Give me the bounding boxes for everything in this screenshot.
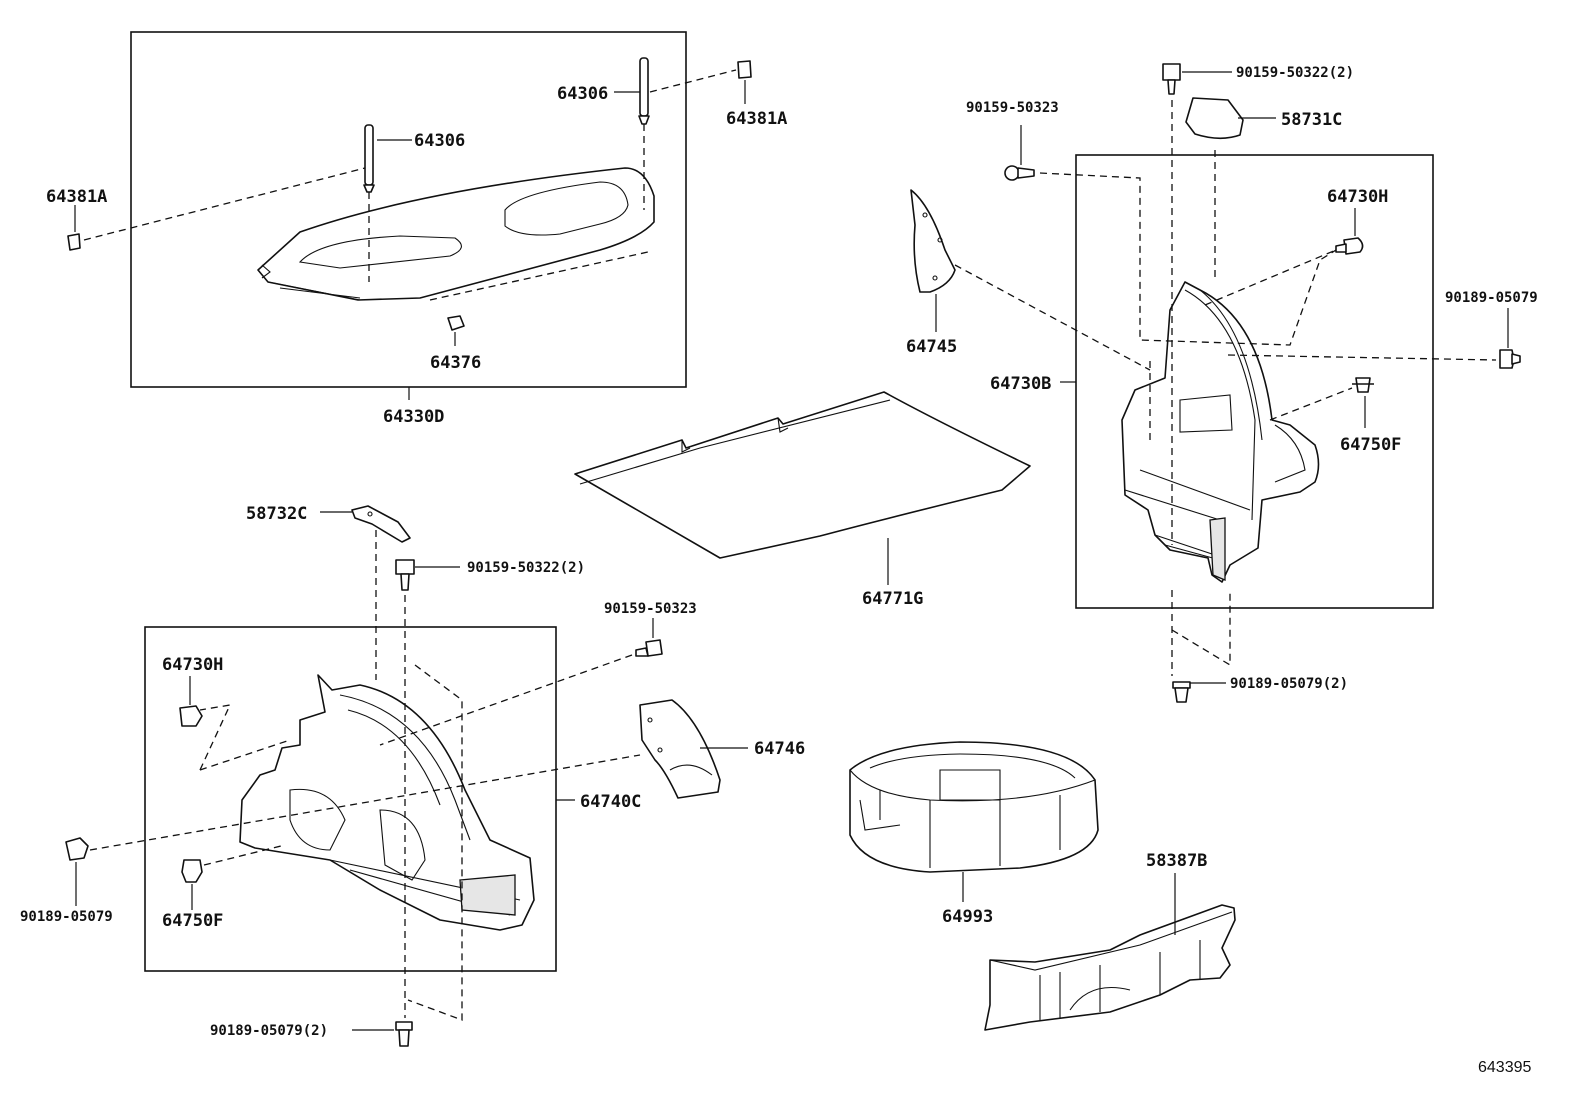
cap-58731C [1185,97,1244,140]
label-58731C: 58731C [1281,110,1342,130]
support-rod-64306-right [638,57,650,125]
trunk-mat-64771G [574,391,1031,559]
label-90159-50322-2-right: 90159-50322(2) [1236,65,1354,81]
label-58387B: 58387B [1146,851,1207,871]
label-90189-05079-2-right: 90189-05079(2) [1230,676,1348,692]
label-64376: 64376 [430,353,481,373]
clip-64750F-left [181,859,203,883]
label-64381A-right: 64381A [726,109,787,129]
label-64771G: 64771G [862,589,923,609]
screw-90159-50322-left [395,559,415,591]
spare-tray-64993 [849,741,1099,873]
pin-90189-05079-left [65,837,89,861]
label-64745: 64745 [906,337,957,357]
label-64306-rod-right: 64306 [557,84,608,104]
clip-64730H-right [1335,237,1364,255]
label-64730H-left: 64730H [162,655,223,675]
group-box-64740C [144,626,557,972]
label-90159-50322-2-left: 90159-50322(2) [467,560,585,576]
screw-90159-50322-right [1162,63,1181,95]
clip-64381A-right [737,60,752,79]
cover-64745 [910,189,956,293]
label-64730B: 64730B [990,374,1051,394]
clip-64730H-left [179,705,203,727]
pin-90189-05079-2-left [395,1021,413,1047]
label-64746: 64746 [754,739,805,759]
label-64993: 64993 [942,907,993,927]
label-64381A-left: 64381A [46,187,107,207]
diagram-id: 643395 [1478,1059,1531,1076]
label-64330D: 64330D [383,407,444,427]
pin-90189-05079-2-right [1172,681,1191,703]
label-64730H-right: 64730H [1327,187,1388,207]
support-rod-64306-left [363,124,375,193]
hook-64376 [447,315,465,331]
label-90159-50323-right: 90159-50323 [966,100,1059,116]
label-90189-05079-left: 90189-05079 [20,909,113,925]
label-90189-05079-2-left: 90189-05079(2) [210,1023,328,1039]
label-64306-rod-left: 64306 [414,131,465,151]
label-64740C: 64740C [580,792,641,812]
label-64750F-left: 64750F [162,911,223,931]
sill-plate-58387B [984,904,1236,1031]
label-90189-05079-right: 90189-05079 [1445,290,1538,306]
screw-90159-50323-right [1004,165,1035,181]
pin-90189-05079-right [1499,349,1521,369]
bracket-58732C [351,505,411,543]
side-trim-64730B [1121,281,1320,583]
clip-64750F-right [1352,377,1374,393]
screw-90159-50323-left [635,639,663,657]
package-tray-64330D [257,167,655,301]
cover-64746 [639,699,721,799]
label-64750F-right: 64750F [1340,435,1401,455]
label-90159-50323-left: 90159-50323 [604,601,697,617]
label-58732C: 58732C [246,504,307,524]
side-trim-64740C [239,674,535,931]
clip-64381A-left [67,233,81,251]
